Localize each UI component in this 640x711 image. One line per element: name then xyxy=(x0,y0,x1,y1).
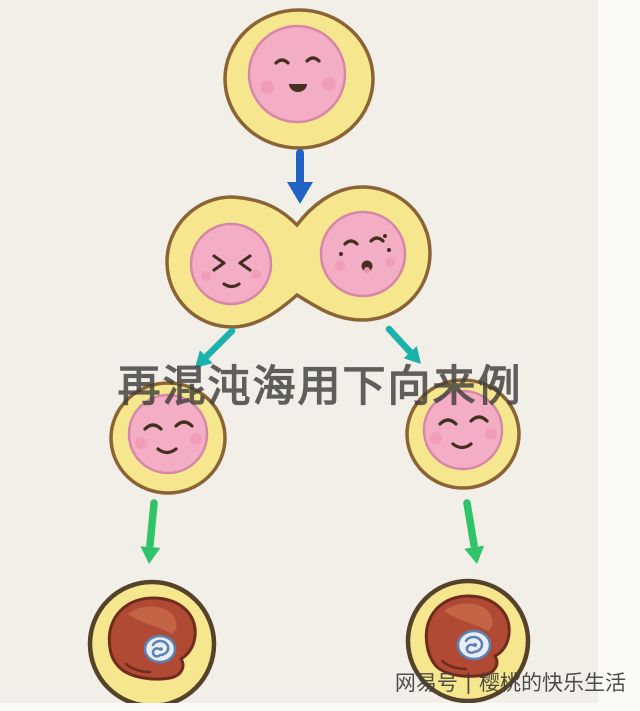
blush xyxy=(335,261,345,271)
blush xyxy=(190,433,202,445)
nucleus-left xyxy=(189,222,273,306)
daughter-cell-left xyxy=(109,381,227,495)
nucleus-right xyxy=(319,210,407,298)
embryo-fold xyxy=(124,662,152,674)
arrow-green-left-icon xyxy=(140,499,161,564)
zygote-cell xyxy=(223,8,375,150)
freckle xyxy=(387,248,391,252)
blush-right xyxy=(322,77,336,91)
embryo-fold xyxy=(440,659,468,671)
center-watermark-text: 再混沌海用下向来例 xyxy=(117,362,523,412)
arrow-shaft xyxy=(463,499,478,549)
eye-right xyxy=(369,236,385,243)
arrow-shaft xyxy=(385,325,415,357)
blush xyxy=(385,257,395,267)
mouth xyxy=(289,84,307,92)
arrow-head xyxy=(403,346,421,364)
dividing-cell xyxy=(165,185,432,329)
arrow-head xyxy=(464,545,485,564)
embryo-cell-right xyxy=(405,578,531,704)
arrow-shaft xyxy=(203,327,236,360)
arrow-green-right-icon xyxy=(463,499,485,564)
paper-edge-bottom xyxy=(0,703,640,711)
embryo-cell-left xyxy=(87,579,217,709)
zygote-nucleus xyxy=(247,24,347,124)
blush xyxy=(485,428,497,440)
mouth xyxy=(222,282,241,289)
nucleus xyxy=(127,393,209,475)
eye-left xyxy=(343,239,359,246)
swirl-spiral xyxy=(151,639,170,658)
watermark-account-name: 樱桃的快乐生活 xyxy=(479,671,626,695)
freckle xyxy=(383,234,387,238)
squint-eye-left xyxy=(212,254,226,272)
bottom-watermark: 网易号 | 樱桃的快乐生活 xyxy=(395,667,626,697)
blush xyxy=(201,271,211,281)
eye-right xyxy=(469,415,489,423)
eye-left xyxy=(438,418,458,426)
squint-eye-right xyxy=(238,254,252,272)
tongue xyxy=(364,267,370,273)
paper-edge-right xyxy=(598,0,640,711)
arrow-teal-right-icon xyxy=(385,325,421,364)
blush xyxy=(430,432,442,444)
daughter-cell-right xyxy=(405,378,521,490)
blush xyxy=(135,437,147,449)
watermark-separator: | xyxy=(464,670,472,694)
eye-right xyxy=(305,56,321,63)
eye-left xyxy=(274,58,290,65)
arrow-shaft xyxy=(146,499,158,549)
watermark-source-label: 网易号 xyxy=(394,671,458,695)
arrow-head xyxy=(140,546,161,564)
blush xyxy=(251,269,261,279)
mouth xyxy=(156,447,178,455)
mouth xyxy=(451,442,473,450)
arrow-teal-left-icon xyxy=(195,327,236,368)
embryo-highlight xyxy=(128,606,177,634)
swirl-spiral xyxy=(464,635,484,654)
eye-right xyxy=(174,420,194,428)
eye-left xyxy=(143,423,163,431)
arrow-head xyxy=(287,182,313,204)
arrow-blue-down-icon xyxy=(287,149,313,204)
nucleus xyxy=(422,389,504,471)
blush-left xyxy=(260,80,274,94)
swirl-center xyxy=(159,647,163,651)
open-mouth xyxy=(361,260,373,272)
freckle xyxy=(339,252,343,256)
arrow-head xyxy=(195,350,213,368)
swirl-center xyxy=(473,643,477,647)
embryo-highlight xyxy=(444,603,493,631)
